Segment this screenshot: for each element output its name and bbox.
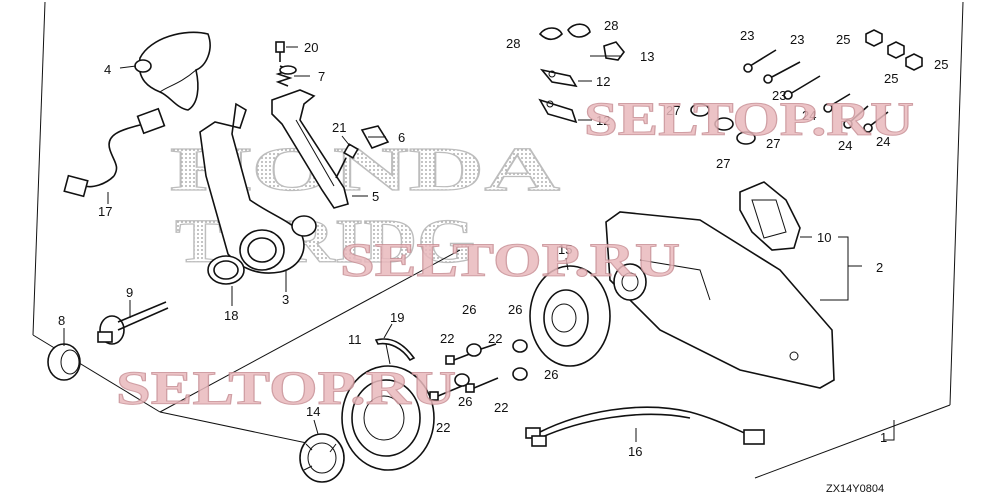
part-27-washers bbox=[690, 103, 756, 145]
callout-25-c: 25 bbox=[934, 57, 948, 72]
diagram-code: ZX14Y0804 bbox=[826, 483, 884, 495]
callout-12-upper: 12 bbox=[596, 74, 610, 89]
part-11-pulley bbox=[341, 365, 435, 471]
callout-25-b: 25 bbox=[884, 71, 898, 86]
callout-15: 15 bbox=[558, 242, 572, 257]
callout-24-c: 24 bbox=[876, 134, 890, 149]
callout-4: 4 bbox=[104, 62, 111, 77]
callout-16: 16 bbox=[628, 444, 642, 459]
callout-19: 19 bbox=[390, 310, 404, 325]
part-22-bolts bbox=[429, 343, 499, 401]
part-10-gasket bbox=[739, 181, 801, 251]
callout-24-a: 24 bbox=[802, 108, 816, 123]
callout-23-a: 23 bbox=[740, 28, 754, 43]
part-15-rotor bbox=[529, 265, 611, 367]
callout-21: 21 bbox=[332, 120, 346, 135]
part-18-washer bbox=[207, 255, 245, 285]
callout-25-a: 25 bbox=[836, 32, 850, 47]
part-7-spring bbox=[275, 65, 297, 87]
callout-6: 6 bbox=[398, 130, 405, 145]
callout-23-b: 23 bbox=[790, 32, 804, 47]
callout-3: 3 bbox=[282, 292, 289, 307]
watermark-center: SELTOP.RU bbox=[340, 234, 680, 287]
callout-23-c: 23 bbox=[772, 88, 786, 103]
callout-9: 9 bbox=[126, 285, 133, 300]
callout-27-a: 27 bbox=[666, 103, 680, 118]
callout-26-c: 26 bbox=[458, 394, 472, 409]
part-9-shaft bbox=[97, 301, 169, 345]
callout-20: 20 bbox=[304, 40, 318, 55]
part-21-bolt bbox=[335, 143, 359, 179]
callout-7: 7 bbox=[318, 69, 325, 84]
part-12-plates bbox=[538, 68, 578, 124]
callout-labels: 1 2 3 4 5 6 7 8 9 10 11 12 12 13 14 15 1… bbox=[58, 18, 948, 459]
callout-24-b: 24 bbox=[838, 138, 852, 153]
part-25-nuts bbox=[865, 29, 923, 71]
callout-17: 17 bbox=[98, 204, 112, 219]
callout-28-b: 28 bbox=[604, 18, 618, 33]
callout-27-c: 27 bbox=[766, 136, 780, 151]
part-3-arm bbox=[199, 102, 317, 274]
callout-8: 8 bbox=[58, 313, 65, 328]
callout-2: 2 bbox=[876, 260, 883, 275]
part-4-grip-cover bbox=[134, 31, 211, 111]
part-26-washers bbox=[454, 339, 528, 387]
part-13-clip bbox=[603, 41, 626, 61]
watermark-bottom-left: SELTOP.RU bbox=[116, 362, 456, 415]
callout-26-b: 26 bbox=[508, 302, 522, 317]
callout-26-d: 26 bbox=[544, 367, 558, 382]
callout-26-a: 26 bbox=[462, 302, 476, 317]
callout-28-a: 28 bbox=[506, 36, 520, 51]
callout-22-b: 22 bbox=[488, 331, 502, 346]
part-20-screw bbox=[275, 41, 285, 62]
callout-22-d: 22 bbox=[494, 400, 508, 415]
callout-18: 18 bbox=[224, 308, 238, 323]
part-19-strip bbox=[374, 338, 416, 362]
part-8-knob bbox=[47, 343, 81, 381]
callout-1: 1 bbox=[880, 430, 887, 445]
callout-5: 5 bbox=[372, 189, 379, 204]
seltop-watermarks: SELTOP.RU SELTOP.RU SELTOP.RU bbox=[116, 93, 915, 416]
leader-lines bbox=[63, 46, 895, 442]
callout-27-b: 27 bbox=[716, 156, 730, 171]
callout-22-c: 22 bbox=[436, 420, 450, 435]
part-14-ratchet bbox=[299, 433, 345, 483]
part-16-wire bbox=[525, 406, 765, 447]
part-28-clips bbox=[538, 23, 591, 41]
callout-22-a: 22 bbox=[440, 331, 454, 346]
part-2-housing bbox=[605, 211, 835, 389]
callout-13: 13 bbox=[640, 49, 654, 64]
part-23-screws bbox=[743, 49, 821, 100]
watermark-top-right: SELTOP.RU bbox=[584, 93, 914, 146]
frame-lines bbox=[32, 1, 964, 479]
callout-11: 11 bbox=[348, 332, 362, 347]
part-24-screws bbox=[823, 93, 889, 133]
callout-12-lower: 12 bbox=[596, 113, 610, 128]
callout-10: 10 bbox=[817, 230, 831, 245]
part-17-harness bbox=[63, 107, 166, 198]
callout-14: 14 bbox=[306, 404, 320, 419]
part-5-bracket bbox=[271, 89, 349, 209]
